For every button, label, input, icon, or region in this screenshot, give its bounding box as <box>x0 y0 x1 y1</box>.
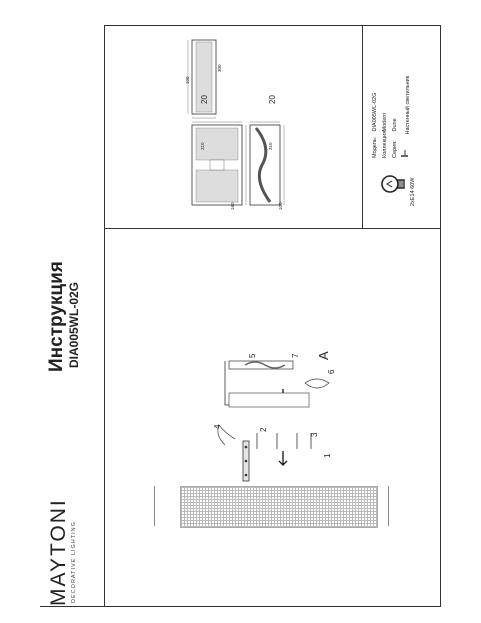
brand-logo: MAYTONI DECORATIVE LIGHTING <box>47 498 78 606</box>
callout-2: 2 <box>259 427 268 432</box>
strip-edge-right <box>388 486 389 526</box>
callout-7: 7 <box>291 353 300 358</box>
frame-left <box>104 25 105 607</box>
callout-5: 5 <box>248 353 257 358</box>
assembly-diagram <box>217 360 330 482</box>
side-view <box>249 121 285 206</box>
data-matrix-strip <box>180 486 378 528</box>
title-block: Инструкция DIA005WL-02G <box>46 261 81 372</box>
frame-right <box>440 25 441 607</box>
brand-tagline: DECORATIVE LIGHTING <box>71 521 77 603</box>
frame-top <box>104 25 441 26</box>
front-view <box>191 121 247 206</box>
candle-bulb <box>304 378 330 389</box>
spec-panel: Модель: DIA005WL-02G Коллекция: Modern С… <box>370 76 413 158</box>
dim-height-b: 310 <box>268 142 273 150</box>
callout-4: 4 <box>213 424 222 429</box>
spec-row: Настенный светильник <box>400 76 413 158</box>
power-wires <box>217 424 236 446</box>
callout-1: 1 <box>323 453 332 458</box>
lamp-body <box>224 360 310 408</box>
brand-name: MAYTONI <box>47 498 70 606</box>
dim-base-a: 160 <box>230 202 235 210</box>
frame-bottom <box>40 606 441 607</box>
spec-value: Dune <box>392 118 398 132</box>
spec-row: Модель: DIA005WL-02G <box>370 76 380 158</box>
page-title: Инструкция <box>46 261 67 372</box>
bulb-spec: 2xE14 60W <box>410 177 416 206</box>
divider-horizontal <box>104 228 441 229</box>
dim-top-depth: 300 <box>217 64 222 72</box>
spec-value: Modern <box>382 112 388 132</box>
model-code: DIA005WL-02G <box>67 281 81 368</box>
spec-label: Модель: <box>372 136 378 158</box>
wall-lamp-icon <box>400 136 413 158</box>
callout-3: 3 <box>310 432 319 437</box>
spec-label: Серия: <box>392 140 398 158</box>
dimension-drawing <box>187 39 285 206</box>
bulb-icon <box>380 170 408 198</box>
divider-spec-column <box>362 25 363 228</box>
spec-row: Коллекция: Modern <box>380 76 390 158</box>
top-view <box>187 39 217 119</box>
strip-edge-left <box>154 486 155 526</box>
dim-height-a: 310 <box>200 142 205 150</box>
wall-bracket <box>242 440 250 482</box>
spec-label: Коллекция: <box>382 129 388 158</box>
mounting-screws <box>256 433 312 449</box>
dim-depth-b: 20 <box>268 95 277 104</box>
arrow-down-icon <box>278 451 288 466</box>
dim-depth-a: 20 <box>200 95 209 104</box>
callout-6: 6 <box>327 369 336 374</box>
spec-row: Серия: Dune <box>390 76 400 158</box>
spec-value: DIA005WL-02G <box>372 92 378 132</box>
callout-a: A <box>316 351 331 360</box>
dim-base-b: 100 <box>278 202 283 210</box>
dim-top-width: 100 <box>185 76 190 84</box>
spec-value: Настенный светильник <box>405 75 411 135</box>
